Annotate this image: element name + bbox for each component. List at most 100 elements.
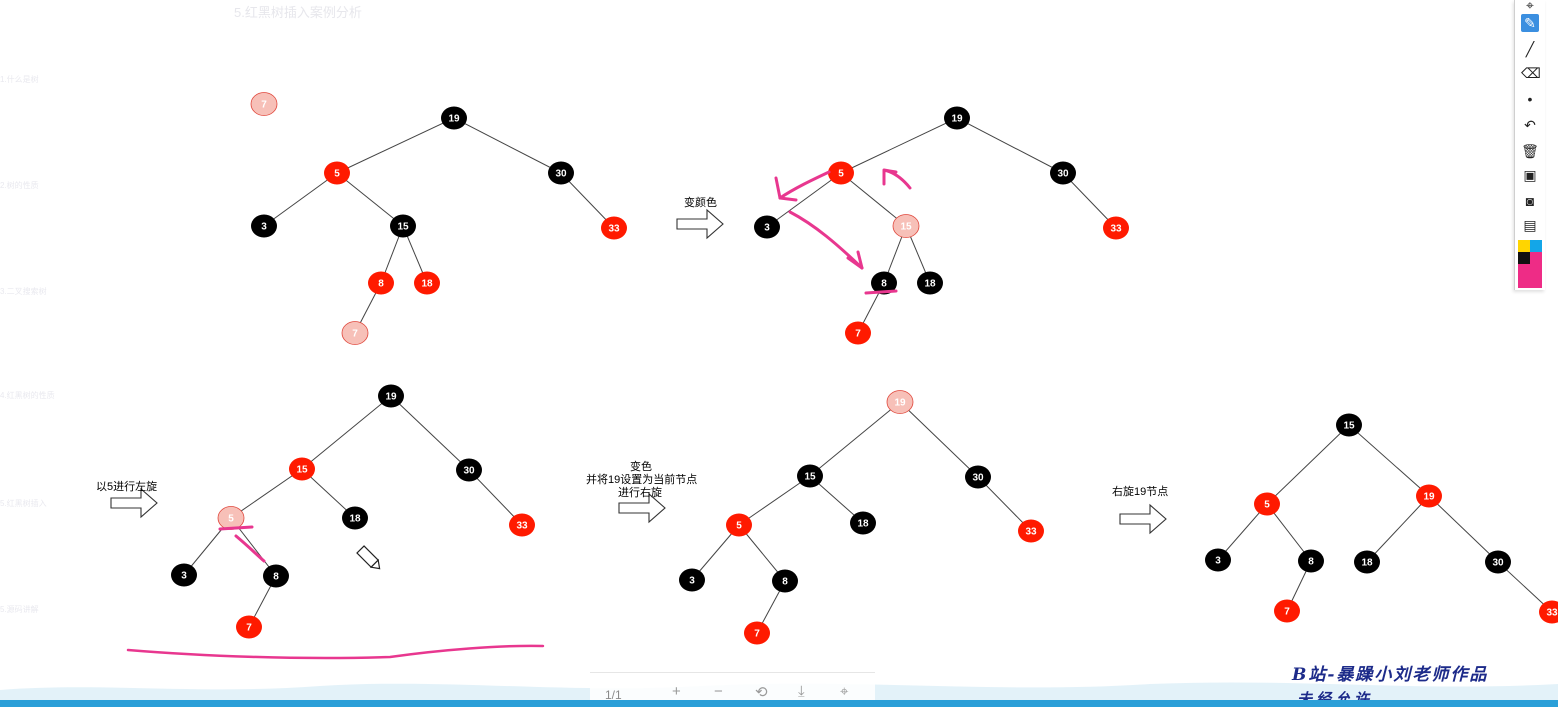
node-value: 30 — [1492, 558, 1504, 569]
tree-node-18: 18 — [917, 271, 943, 295]
node-value: 7 — [246, 623, 252, 634]
step-arrow-3 — [618, 492, 666, 524]
tree-edge — [390, 395, 470, 471]
node-value: 7 — [1284, 607, 1290, 618]
tree-edge — [1428, 495, 1499, 563]
tree-node-19: 19 — [944, 106, 970, 130]
tree-edge — [453, 117, 562, 174]
tree-node-15: 15 — [797, 464, 823, 488]
node-value: 19 — [894, 398, 906, 409]
dot-icon[interactable]: • — [1527, 91, 1533, 107]
color-swatch-cyan[interactable] — [1530, 240, 1542, 252]
tree-node-33: 33 — [601, 216, 627, 240]
node-circle — [324, 161, 350, 185]
tree-edge — [1266, 503, 1312, 562]
annotation-underline-8 — [864, 289, 898, 295]
color-swatch-magenta[interactable] — [1530, 252, 1542, 288]
pen-icon[interactable]: ✎ — [1521, 14, 1539, 32]
color-swatch-yellow[interactable] — [1518, 240, 1530, 252]
node-value: 3 — [764, 223, 770, 234]
node-value: 33 — [1025, 527, 1037, 538]
node-value: 19 — [951, 114, 963, 125]
tree-node-30: 30 — [456, 458, 482, 482]
annotation-bottom-line — [126, 644, 545, 660]
node-circle — [679, 568, 705, 592]
node-circle — [1354, 550, 1380, 574]
line-icon[interactable]: ╱ — [1525, 41, 1535, 57]
tree-node-33: 33 — [509, 513, 535, 537]
node-value: 8 — [378, 279, 384, 290]
step-arrow-1 — [676, 208, 724, 240]
node-circle — [289, 457, 315, 481]
node-circle — [886, 390, 914, 414]
annotation-arrowhead-a — [774, 176, 798, 202]
annotation-underline-5 — [218, 525, 254, 531]
bus-icon[interactable]: ▣ — [1523, 167, 1537, 183]
tree-node-3: 3 — [1205, 548, 1231, 572]
step-label-right-rotate: 进行右旋 — [618, 487, 662, 499]
node-value: 8 — [881, 279, 887, 290]
node-value: 19 — [448, 114, 460, 125]
tree-node-5: 5 — [828, 161, 854, 185]
camera-icon[interactable]: ◙ — [1525, 193, 1535, 209]
tree-node-19: 19 — [1416, 484, 1442, 508]
node-value: 18 — [349, 514, 361, 525]
node-circle — [917, 271, 943, 295]
node-value: 18 — [1361, 558, 1373, 569]
tree-edge — [263, 172, 338, 227]
zoom-in-button[interactable]: + — [672, 683, 681, 700]
color-swatch-black[interactable] — [1518, 252, 1530, 264]
tree-node-7: 7 — [341, 321, 369, 345]
eraser-icon[interactable]: ⌫ — [1521, 65, 1541, 81]
cursor-icon[interactable]: ⌖ — [1526, 0, 1534, 13]
node-circle — [378, 384, 404, 408]
node-value: 30 — [463, 466, 475, 477]
node-value: 3 — [181, 571, 187, 582]
node-circle — [250, 92, 278, 116]
color-swatch-pink[interactable] — [1518, 264, 1530, 288]
tree-node-7: 7 — [845, 321, 871, 345]
tree-node-18: 18 — [414, 271, 440, 295]
node-circle — [171, 563, 197, 587]
tree-edge — [1062, 172, 1117, 229]
node-circle — [1018, 519, 1044, 543]
step-label-set-current: 并将19设置为当前节点 — [586, 474, 698, 486]
node-circle — [1485, 550, 1511, 574]
clipboard-icon[interactable]: ▤ — [1523, 217, 1537, 233]
tree-node-30: 30 — [548, 161, 574, 185]
node-circle — [456, 458, 482, 482]
node-circle — [797, 464, 823, 488]
trash-icon[interactable]: 🗑 — [1521, 143, 1539, 159]
node-circle — [871, 271, 897, 295]
tree-node-19: 19 — [378, 384, 404, 408]
node-value: 3 — [261, 222, 267, 233]
tree-edge — [738, 524, 786, 582]
node-value: 7 — [261, 100, 267, 111]
step-label-right-rotate-19: 右旋19节点 — [1112, 486, 1169, 498]
node-circle — [1539, 600, 1558, 624]
node-value: 15 — [1343, 421, 1355, 432]
node-value: 8 — [1308, 557, 1314, 568]
node-circle — [368, 271, 394, 295]
tree-node-3: 3 — [251, 214, 277, 238]
step-arrow-2 — [110, 487, 158, 519]
tree-node-15: 15 — [390, 214, 416, 238]
rotate-icon[interactable]: ⟲ — [755, 684, 768, 701]
node-value: 15 — [804, 472, 816, 483]
tree-edge — [738, 475, 811, 526]
zoom-out-button[interactable]: − — [714, 683, 723, 700]
tree-edge — [301, 395, 392, 470]
fit-icon[interactable]: ⌖ — [840, 683, 849, 700]
tree-edge — [766, 172, 842, 228]
node-value: 33 — [608, 224, 620, 235]
download-icon[interactable]: ⤓ — [798, 683, 805, 700]
node-circle — [845, 321, 871, 345]
tree-node-18: 18 — [342, 506, 368, 530]
tree-node-5: 5 — [217, 506, 245, 530]
undo-icon[interactable]: ↶ — [1524, 117, 1536, 133]
node-circle — [1050, 161, 1076, 185]
tree-node-3: 3 — [171, 563, 197, 587]
tree-node-33: 33 — [1018, 519, 1044, 543]
node-value: 15 — [900, 222, 912, 233]
tree-edge — [899, 401, 979, 478]
